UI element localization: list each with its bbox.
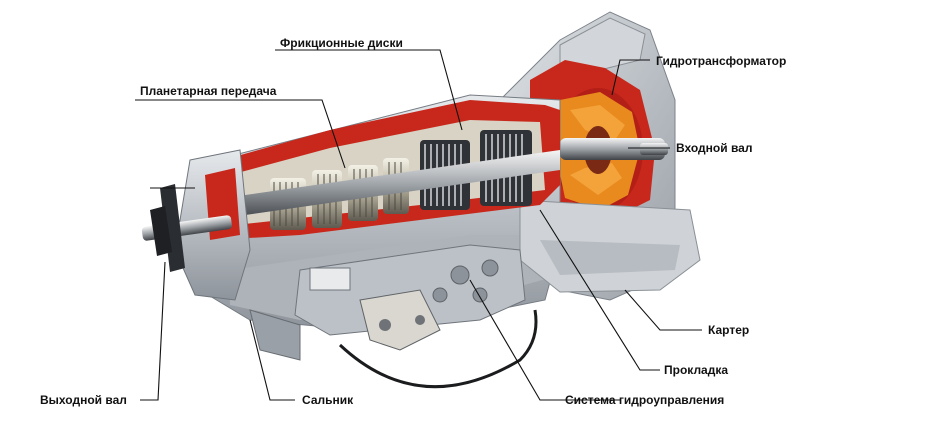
leader-hydraulic-system (469, 279, 620, 401)
leader-friction-discs (275, 49, 463, 131)
leader-housing (624, 289, 702, 331)
label-input-shaft: Входной вал (676, 141, 753, 155)
leader-output-shaft-lower (140, 261, 166, 401)
leader-planetary-gear (135, 99, 346, 169)
label-friction-discs: Фрикционные диски (280, 36, 403, 50)
label-hydraulic-system: Система гидроуправления (565, 393, 725, 407)
label-torque-converter: Гидротрансформатор (656, 54, 787, 68)
leader-oil-seal (249, 319, 295, 401)
label-planetary-gear: Планетарная передача (140, 84, 277, 98)
leader-gasket (539, 209, 660, 371)
input-shaft (560, 138, 668, 160)
valve-body (294, 244, 526, 351)
leader-torque-converter (611, 59, 650, 96)
label-gasket: Прокладка (664, 363, 729, 377)
label-housing: Картер (708, 323, 750, 337)
main-shaft (210, 150, 560, 220)
output-shaft-assembly (141, 184, 232, 272)
label-oil-seal: Сальник (302, 393, 354, 407)
leader-lines (135, 49, 702, 401)
oil-pan (249, 309, 538, 389)
label-output-shaft: Выходной вал (40, 393, 127, 407)
